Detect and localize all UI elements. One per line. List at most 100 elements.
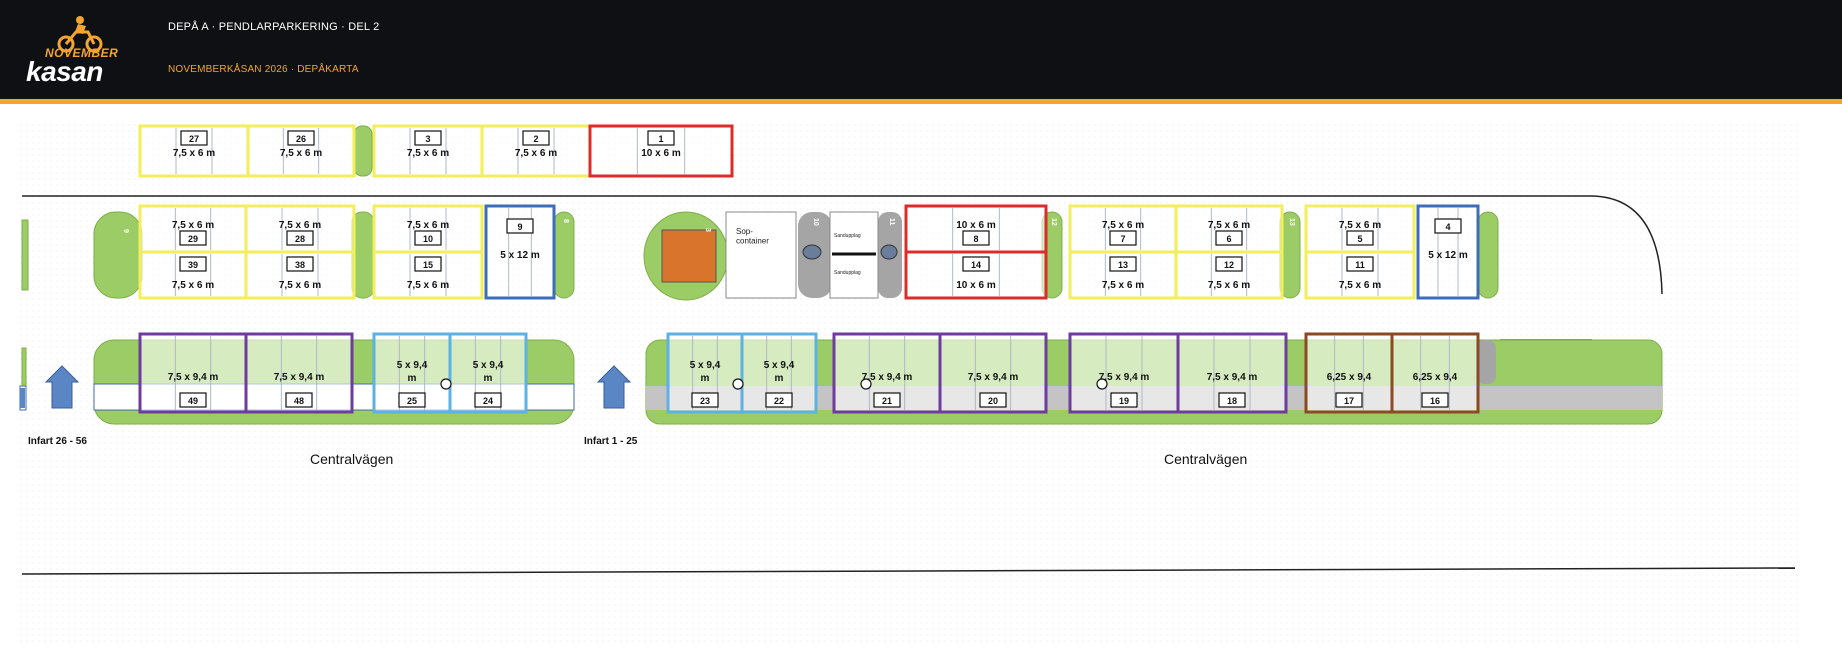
header-accent-stripe [0, 99, 1842, 104]
spot-size: 7,5 x 6 m [1102, 280, 1144, 291]
spot-size: 6,25 x 9,4 [1413, 372, 1458, 383]
parking-spot-4[interactable]: 45 x 12 m [1416, 204, 1480, 300]
parking-spot-7[interactable]: 77,5 x 6 m [1068, 204, 1178, 254]
spot-number: 11 [1355, 260, 1365, 270]
parking-spot-17[interactable]: 176,25 x 9,4 [1304, 332, 1394, 414]
spot-size: 7,5 x 6 m [1339, 220, 1381, 231]
sand-top-label: Sandupplag [834, 233, 861, 239]
spot-number-box [285, 392, 313, 408]
spot-number-box [1218, 392, 1246, 408]
spot-number-box [979, 392, 1007, 408]
spot-number: 8 [973, 234, 978, 244]
spot-number: 29 [188, 234, 198, 244]
spot-size: 7,5 x 9,4 m [968, 372, 1019, 383]
parking-spot-9[interactable]: 9 5 x 12 m [484, 204, 556, 300]
arrow-fragment [20, 388, 25, 408]
entrance-arrow-left [44, 365, 80, 409]
spot-border [1174, 250, 1284, 300]
entrance-left-label: Infart 26 - 56 [28, 436, 87, 447]
parking-spot-21[interactable]: 21 7,5 x 9,4 m [832, 332, 942, 414]
parking-spot-12[interactable]: 12 7,5 x 6 m [1174, 250, 1284, 300]
spot-size: 7,5 x 6 m [172, 280, 214, 291]
parking-spot-3[interactable]: 37,5 x 6 m [372, 124, 484, 178]
spot-size: 7,5 x 9,4 m [1099, 372, 1150, 383]
spot-number-box [179, 230, 207, 246]
motorcycle-rider-icon [57, 16, 103, 53]
parking-spot-11[interactable]: 11 7,5 x 6 m [1304, 250, 1416, 300]
spot-number-box [522, 130, 550, 146]
parking-spot-27[interactable]: 277,5 x 6 m [138, 124, 250, 178]
spot-number: 9 [517, 222, 522, 232]
spot-number: 3 [425, 134, 430, 144]
spot-number-box [1434, 218, 1462, 234]
spot-border [1416, 204, 1480, 300]
parking-spot-49[interactable]: 497,5 x 9,4 m [138, 332, 248, 414]
spot-size: 7,5 x 6 m [515, 148, 557, 159]
spot-size: 7,5 x 6 m [279, 220, 321, 231]
parking-spot-19[interactable]: 197,5 x 9,4 m [1068, 332, 1180, 414]
spot-number-box [398, 392, 426, 408]
parking-spot-13[interactable]: 137,5 x 6 m [1068, 250, 1178, 300]
parking-spot-48[interactable]: 487,5 x 9,4 m [244, 332, 354, 414]
sand-bottom-label: Sandupplag [834, 270, 861, 276]
isle-12-label: 12 [1050, 218, 1057, 226]
orange-area [661, 229, 717, 283]
parking-spot-28[interactable]: 287,5 x 6 m [244, 204, 356, 254]
parking-spot-6[interactable]: 67,5 x 6 m [1174, 204, 1284, 254]
spot-number-box [286, 256, 314, 272]
spot-size: 7,5 x 6 m [279, 280, 321, 291]
spot-number: 10 [423, 234, 433, 244]
spot-size: 7,5 x 6 m [280, 148, 322, 159]
spot-border [1176, 332, 1288, 414]
parking-spot-16[interactable]: 166,25 x 9,4 [1390, 332, 1480, 414]
spot-number: 21 [882, 396, 892, 406]
spot-border [372, 250, 484, 300]
spot-number: 48 [294, 396, 304, 406]
spot-size: 7,5 x 6 m [1208, 220, 1250, 231]
parking-spot-38[interactable]: 38 7,5 x 6 m [244, 250, 356, 300]
spot-size: 7,5 x 6 m [1339, 280, 1381, 291]
parking-spot-26[interactable]: 267,5 x 6 m [246, 124, 356, 178]
spot-number-box [1110, 392, 1138, 408]
parking-spot-29[interactable]: 297,5 x 6 m [138, 204, 248, 254]
spot-number: 25 [407, 396, 417, 406]
spot-number-box [506, 218, 534, 234]
sop-container-label: Sop-container [736, 227, 769, 246]
parking-spot-15[interactable]: 157,5 x 6 m [372, 250, 484, 300]
spot-number-box [287, 130, 315, 146]
spot-number: 22 [774, 396, 784, 406]
spot-border [740, 332, 818, 414]
spot-number-box [414, 230, 442, 246]
spot-number: 23 [700, 396, 710, 406]
spot-number: 49 [188, 396, 198, 406]
spot-size: 5 x 12 m [500, 250, 540, 261]
spot-number-box [962, 256, 990, 272]
parking-spot-5[interactable]: 57,5 x 6 m [1304, 204, 1416, 254]
spot-number-box [1346, 256, 1374, 272]
sop-container-area [725, 211, 797, 299]
parking-spot-8[interactable]: 810 x 6 m [904, 204, 1048, 254]
parking-spot-2[interactable]: 27,5 x 6 m [480, 124, 592, 178]
spot-number: 7 [1120, 234, 1125, 244]
parking-spot-18[interactable]: 187,5 x 9,4 m [1176, 332, 1288, 414]
spot-border [1390, 332, 1480, 414]
parking-spot-20[interactable]: 207,5 x 9,4 m [938, 332, 1048, 414]
parking-spot-39[interactable]: 397,5 x 6 m [138, 250, 248, 300]
isle-10-label: 10 [812, 218, 819, 226]
spot-number: 38 [295, 260, 305, 270]
spot-size: 7,5 x 6 m [1208, 280, 1250, 291]
spot-size: 7,5 x 9,4 m [862, 372, 913, 383]
spot-number: 12 [1224, 260, 1234, 270]
spot-size: 10 x 6 m [956, 280, 996, 291]
parking-spot-10[interactable]: 107,5 x 6 m [372, 204, 484, 254]
road-name-right: Centralvägen [1164, 451, 1247, 467]
spot-border [938, 332, 1048, 414]
parking-spot-1[interactable]: 110 x 6 m [588, 124, 734, 178]
